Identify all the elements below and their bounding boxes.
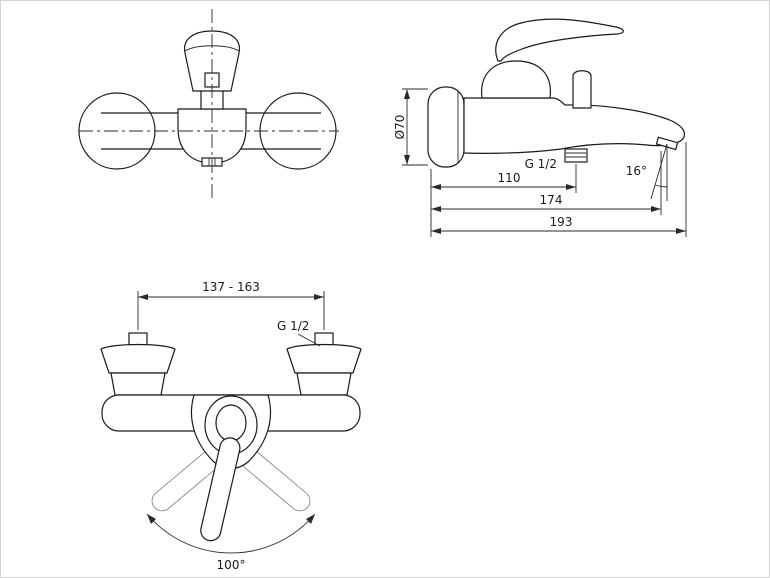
diverter-knob — [572, 70, 592, 109]
right-union-nut — [296, 372, 352, 396]
handle-lever-front — [200, 437, 241, 542]
right-escutcheon — [286, 343, 362, 374]
left-escutcheon — [100, 343, 176, 374]
dia-ext-lines — [402, 88, 428, 166]
dim-174-arrow-left — [431, 206, 441, 212]
left-union-nut — [110, 372, 166, 396]
diameter-label: Ø70 — [393, 115, 407, 140]
dim-110-arrow-right — [566, 184, 576, 190]
dia-arrow-top — [404, 89, 410, 99]
dim-110-label: 110 — [498, 171, 521, 185]
thread-label-bottom: G 1/2 — [277, 319, 309, 333]
outlet-thread-lines — [566, 152, 586, 158]
shower-outlet — [564, 148, 588, 163]
width-arrow-right — [314, 294, 324, 300]
front-view-bottom: 137 - 163 G 1/2 100° — [100, 280, 362, 572]
aerator-slits — [208, 158, 216, 166]
swing-angle-label: 100° — [217, 558, 246, 572]
angle-16-label: 16° — [626, 164, 647, 178]
width-ext-lines — [137, 291, 325, 330]
body-and-spout — [463, 97, 686, 154]
dia-arrow-bottom — [404, 155, 410, 165]
dim-193-arrow-right — [676, 228, 686, 234]
dim-193-arrow-left — [431, 228, 441, 234]
dim-174-label: 174 — [540, 193, 563, 207]
width-range-label: 137 - 163 — [202, 280, 260, 294]
handle-lever — [495, 18, 624, 62]
dim-110-arrow-left — [431, 184, 441, 190]
thread-leader-line — [297, 333, 321, 347]
right-connector — [286, 332, 362, 396]
front-view-top — [78, 9, 339, 199]
swing-arrow-right — [306, 514, 315, 524]
handle-dome — [481, 60, 552, 99]
swing-arc — [146, 513, 316, 554]
swing-arrow-left — [147, 514, 156, 524]
angle-16-tilted-line — [650, 143, 668, 200]
dim-193-label: 193 — [550, 215, 573, 229]
angle-16-arc — [654, 184, 668, 188]
left-connector — [100, 332, 176, 396]
dim-174-arrow-right — [651, 206, 661, 212]
wall-escutcheon — [427, 86, 465, 168]
side-view: Ø70 G 1/2 110 174 193 16° — [393, 18, 687, 237]
width-arrow-left — [138, 294, 148, 300]
thread-label-side: G 1/2 — [525, 157, 557, 171]
